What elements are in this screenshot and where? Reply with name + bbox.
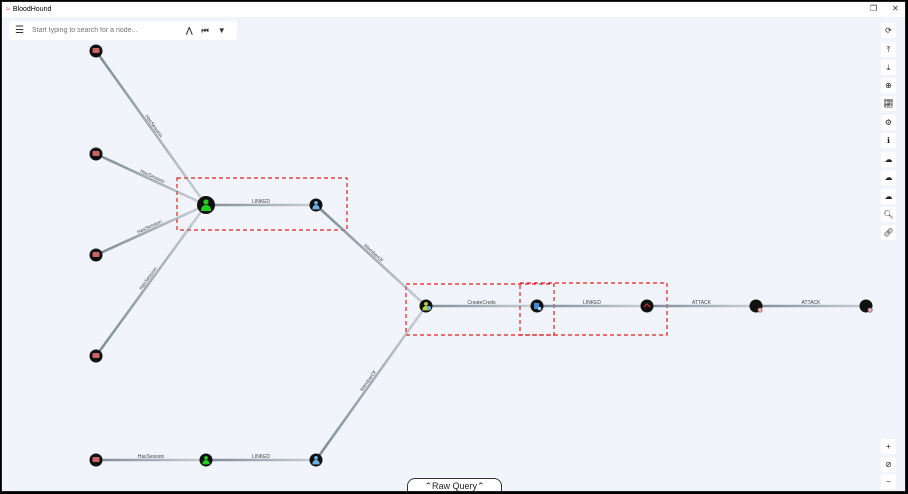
reset-button[interactable]: ⊘ [881,457,896,472]
edge-label: LINKED [252,199,270,205]
menu-icon[interactable]: ☰ [15,25,24,36]
badge-icon [757,307,763,313]
edge-line [94,50,208,206]
filter-icon[interactable]: ▼ [217,26,226,35]
node-computer[interactable] [89,44,103,58]
link-button[interactable]: 🔗︎ [881,225,896,240]
edge-label: MemberOf [359,369,378,392]
computer-icon [92,457,100,462]
restore-icon[interactable]: ❐ [870,4,878,13]
download-button[interactable]: ⤓ [881,60,896,75]
back-icon[interactable]: ⏮ [201,25,209,35]
compass-button[interactable]: ⊕ [881,78,896,93]
raw-query-toggle[interactable]: ⌃Raw Query⌃ [407,478,502,491]
node-group[interactable] [419,299,433,313]
raw-query-label: Raw Query [431,481,477,491]
graph-edge[interactable]: MemberOf [314,305,428,461]
node-computer[interactable] [89,248,103,262]
graph-edge[interactable]: MemberOf [315,204,427,307]
edge-label: LINKED [583,300,601,306]
attack-icon [643,303,651,308]
node-black[interactable] [859,299,873,313]
computer-icon [92,252,100,257]
graph-edge[interactable]: HasSession [95,152,207,207]
chevron-up-icon: ⌃ [477,481,485,491]
node-computer[interactable] [89,147,103,161]
user-icon [201,199,211,211]
edge-label: HasSession [143,114,164,139]
search-bar: ☰ ⋀ ⏮ ▼ [9,21,237,40]
user-icon [312,455,320,465]
highlight-box [519,282,668,336]
edge-line [95,203,207,257]
graph-edge[interactable]: HasSession [94,50,208,206]
edge-label: HasSession [138,266,159,291]
edge-label: ATTACK [692,300,712,306]
graph-edge[interactable]: LINKED [537,300,647,308]
edge-label: LINKED [252,454,270,460]
edge-line [95,152,207,207]
edge-label: HasSession [138,454,165,460]
computer-icon [92,353,100,358]
edge-line [315,204,427,307]
node-user-blue[interactable] [309,198,323,212]
chart-button[interactable]: 📈︎ [881,96,896,111]
edge-line [94,204,208,357]
refresh-button[interactable]: ⟳ [881,23,896,38]
edge-label: MemberOf [362,243,384,264]
graph-edge[interactable]: HasSession [96,454,206,462]
group-icon [422,301,431,311]
graph-edge[interactable]: LINKED [206,454,316,462]
upload-button[interactable]: ⤒ [881,42,896,57]
graph-edge[interactable]: ATTACK [756,300,866,308]
badge-icon [867,307,873,313]
node-computer[interactable] [89,349,103,363]
title-bar: ≈ BloodHound ❐ ✕ [2,2,905,17]
node-red-object[interactable] [640,299,654,313]
node-search-input[interactable] [31,27,177,34]
graph-edge[interactable]: LINKED [206,199,316,207]
zoom-in-button[interactable]: + [881,439,896,454]
edge-label: ATTACK [802,300,822,306]
node-computer[interactable] [89,453,103,467]
settings-button[interactable]: ⚙ [881,115,896,130]
highlight-box [176,177,348,231]
computer-icon [92,48,100,53]
close-icon[interactable]: ✕ [892,4,899,13]
node-black[interactable] [749,299,763,313]
user-icon [312,200,320,210]
computer-icon [92,151,100,156]
cloud-upload-button-3[interactable]: ☁ [881,189,896,204]
node-user-blue[interactable] [309,453,323,467]
edge-line [314,305,428,461]
chevron-up-icon: ⌃ [424,481,432,491]
edge-label: CreateCreds [467,300,496,306]
node-user-owned[interactable] [197,196,215,214]
pathfinding-icon[interactable]: ⋀ [185,26,193,35]
graph-edge[interactable]: CreateCreds [426,300,537,308]
info-button[interactable]: ℹ [881,133,896,148]
cloud-upload-button-2[interactable]: ☁ [881,170,896,185]
bloodhound-logo-icon: ≈ [6,6,10,13]
highlight-box [405,283,555,336]
zoom-out-button[interactable]: − [881,474,896,489]
window-title: BloodHound [12,6,52,13]
user-icon [202,455,210,465]
node-blue-object[interactable] [530,299,544,313]
cloud-upload-button[interactable]: ☁ [881,152,896,167]
graph-edge[interactable]: ATTACK [647,300,756,308]
search-button[interactable]: 🔍︎ [881,207,896,222]
node-user-owned[interactable] [199,453,213,467]
gpo-icon [534,303,539,309]
